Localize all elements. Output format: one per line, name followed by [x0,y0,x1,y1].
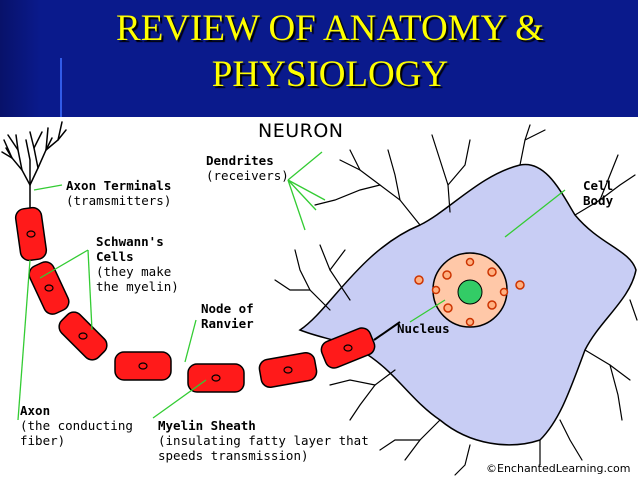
copyright-notice: ©EnchantedLearning.com [486,462,631,475]
axon-terminals-name: Axon Terminals [66,178,172,193]
label-nucleus: Nucleus [397,321,450,336]
label-dendrites: Dendrites (receivers) [206,153,289,183]
label-axon-terminals: Axon Terminals (tramsmitters) [66,178,171,208]
axon-note1: (the conducting [20,418,133,433]
myelin-note2: speeds transmission) [158,448,309,463]
myelin-note1: (insulating fatty layer that [158,433,369,448]
schwann-name2: Cells [96,249,134,264]
dendrites-note: (receivers) [206,168,289,183]
node-name: Node of [201,301,254,316]
schwann-note2: the myelin) [96,279,179,294]
neuron-diagram [1,121,638,476]
myelin-segments [14,206,376,393]
header-gradient [0,0,68,117]
nucleolus [457,279,483,305]
dendrite-branches [274,124,638,476]
label-schwann-cells: Schwann's Cells (they make the myelin) [96,234,179,294]
diagram-title: NEURON [258,120,344,142]
axon-name: Axon [20,403,51,418]
cell-body-name2: Body [583,193,614,208]
axon-terminal-branches [1,121,67,211]
label-cell-body: Cell Body [583,178,613,208]
axon-terminals-note: (tramsmitters) [66,193,172,208]
myelin-nuclei [26,230,353,382]
cell-body-name: Cell [583,178,614,193]
dendrites-name: Dendrites [206,153,274,168]
organelles [414,257,525,327]
pointer-lines [17,151,566,421]
title-line-1: REVIEW OF ANATOMY & [116,8,544,49]
cell-body [274,124,638,476]
schwann-name: Schwann's [96,234,164,249]
slide-title: REVIEW OF ANATOMY & PHYSIOLOGY [70,6,590,98]
title-line-2: PHYSIOLOGY [211,54,449,95]
nucleus-name: Nucleus [397,321,450,336]
slide-header [0,0,638,117]
header-accent-line [60,58,62,117]
axon-note2: fiber) [20,433,66,448]
schwann-note1: (they make [96,264,172,279]
myelin-name: Myelin Sheath [158,418,256,433]
label-node-of-ranvier: Node of Ranvier [201,301,254,331]
axon-hillock [373,321,401,341]
label-myelin-sheath: Myelin Sheath (insulating fatty layer th… [158,418,369,463]
node-name2: Ranvier [201,316,254,331]
label-axon: Axon (the conducting fiber) [20,403,133,448]
